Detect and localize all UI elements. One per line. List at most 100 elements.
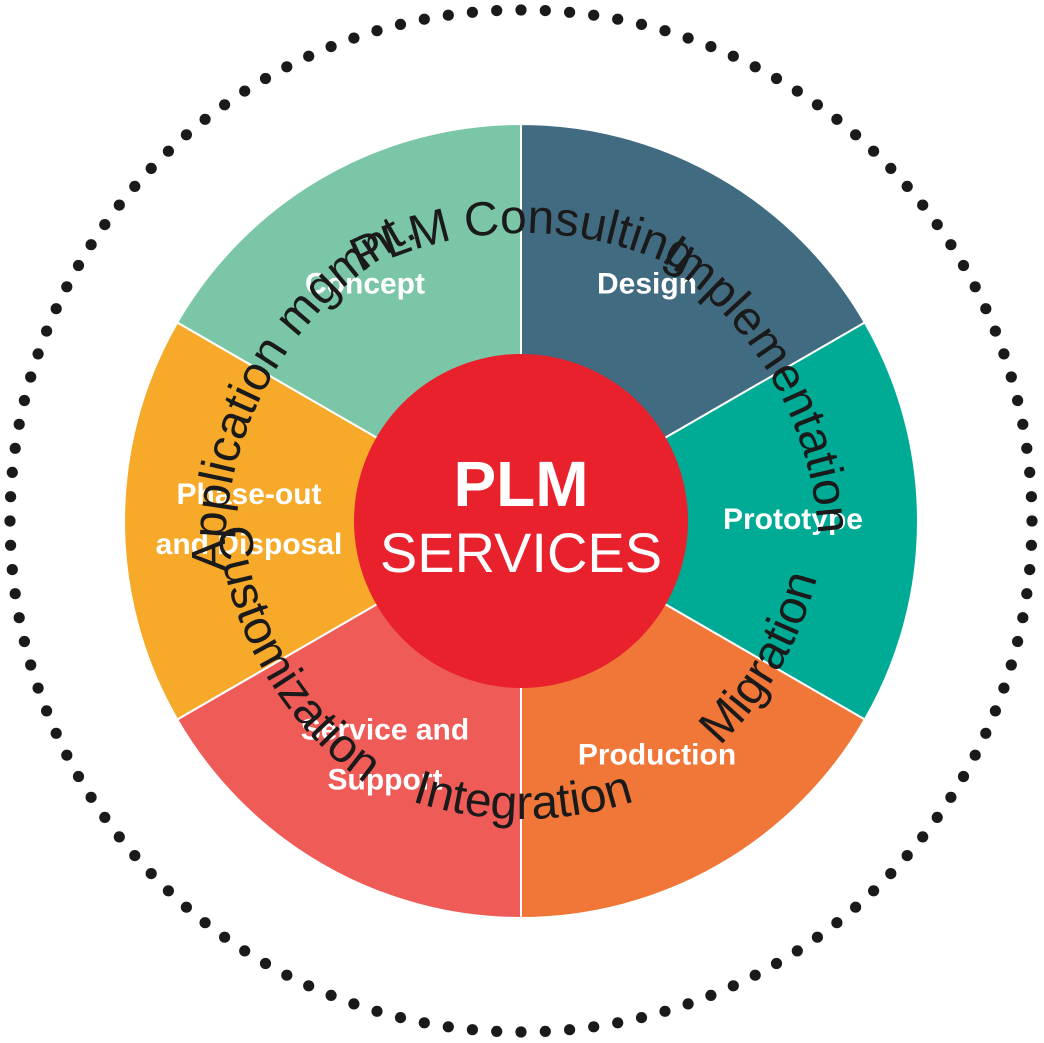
ring-dot: [945, 239, 957, 251]
ring-dot: [1017, 612, 1029, 624]
ring-dot: [811, 931, 824, 943]
ring-dot: [931, 219, 943, 231]
ring-dot: [1012, 635, 1024, 648]
segment-label-line: Concept: [305, 267, 425, 300]
ring-dot: [491, 5, 503, 17]
ring-dot: [612, 1017, 624, 1029]
ring-dot: [931, 811, 943, 824]
segment-label-line: Support: [328, 764, 443, 797]
ring-dot: [239, 945, 251, 957]
ring-dot: [129, 850, 141, 862]
ring-dot: [917, 199, 929, 211]
ring-dot: [791, 945, 803, 957]
ring-dot: [113, 831, 125, 843]
ring-dot: [9, 442, 21, 454]
ring-dot: [394, 18, 407, 30]
ring-dot: [491, 1025, 503, 1037]
ring-dot: [969, 749, 981, 761]
ring-dot: [5, 491, 17, 503]
ring-dot: [145, 162, 157, 174]
ring-dot: [6, 466, 18, 478]
segment-label-line: Phase-out: [176, 478, 321, 511]
ring-dot: [442, 1021, 454, 1033]
ring-dot: [199, 113, 211, 125]
ring-dot: [980, 303, 992, 315]
ring-dot: [85, 791, 97, 803]
ring-dot: [180, 129, 192, 141]
ring-dot: [13, 418, 25, 430]
ring-dot: [6, 564, 18, 576]
ring-dot: [705, 41, 717, 53]
ring-dot: [998, 682, 1010, 694]
segment-label-line: and Disposal: [156, 528, 343, 561]
ring-dot: [868, 145, 880, 157]
ring-dot: [13, 612, 25, 624]
ring-dot: [162, 145, 174, 157]
ring-dot: [61, 281, 73, 293]
ring-dot: [564, 1024, 576, 1036]
ring-dot: [99, 811, 111, 824]
ring-dot: [682, 998, 694, 1010]
ring-dot: [18, 635, 30, 648]
ring-dot: [1024, 564, 1036, 576]
ring-dot: [770, 957, 783, 970]
ring-dot: [588, 1021, 600, 1033]
ring-dot: [831, 917, 843, 929]
ring-dot: [281, 61, 293, 73]
ring-dot: [749, 61, 761, 73]
segment-label-line: Production: [578, 739, 736, 772]
ring-dot: [831, 113, 843, 125]
ring-dot: [945, 791, 957, 803]
ring-dot: [515, 1026, 527, 1038]
segment-label-line: Prototype: [723, 503, 863, 536]
ring-dot: [885, 162, 897, 174]
ring-dot: [539, 1025, 551, 1037]
ring-dot: [348, 998, 360, 1010]
center-title: PLM: [453, 448, 588, 520]
ring-dot: [371, 1005, 383, 1017]
ring-dot: [442, 9, 454, 21]
ring-dot: [41, 325, 53, 337]
ring-dot: [85, 239, 97, 251]
ring-dot: [1026, 515, 1038, 527]
ring-dot: [303, 50, 315, 62]
ring-dot: [539, 5, 551, 17]
ring-dot: [418, 1017, 430, 1029]
ring-dot: [199, 917, 211, 929]
ring-dot: [9, 588, 21, 600]
ring-dot: [50, 727, 62, 739]
ring-dot: [32, 348, 44, 360]
ring-dot: [957, 770, 970, 783]
ring-dot: [303, 980, 315, 992]
ring-dot: [348, 32, 360, 44]
ring-dot: [180, 901, 192, 913]
ring-dot: [325, 989, 337, 1002]
ring-dot: [1025, 539, 1037, 551]
ring-dot: [5, 539, 17, 551]
ring-dot: [885, 868, 897, 880]
ring-dot: [1024, 466, 1036, 478]
ring-dot: [989, 705, 1002, 717]
ring-dot: [917, 831, 929, 843]
segment-phase-out: [123, 321, 523, 721]
ring-dot: [418, 13, 430, 25]
segment-label-phase-out: Phase-out and Disposal: [156, 478, 343, 561]
ring-dot: [659, 25, 671, 37]
ring-dot: [811, 99, 824, 111]
ring-dot: [259, 72, 272, 85]
ring-dot: [901, 180, 913, 192]
ring-dot: [466, 6, 478, 18]
ring-dot: [791, 85, 803, 97]
ring-dot: [901, 850, 913, 862]
ring-dot: [41, 705, 53, 717]
ring-dot: [957, 259, 970, 272]
segment-label-concept: Concept: [305, 267, 425, 300]
center-circle: PLM SERVICES: [354, 354, 688, 688]
ring-dot: [466, 1024, 478, 1036]
ring-dot: [682, 32, 694, 44]
ring-dot: [72, 770, 85, 783]
